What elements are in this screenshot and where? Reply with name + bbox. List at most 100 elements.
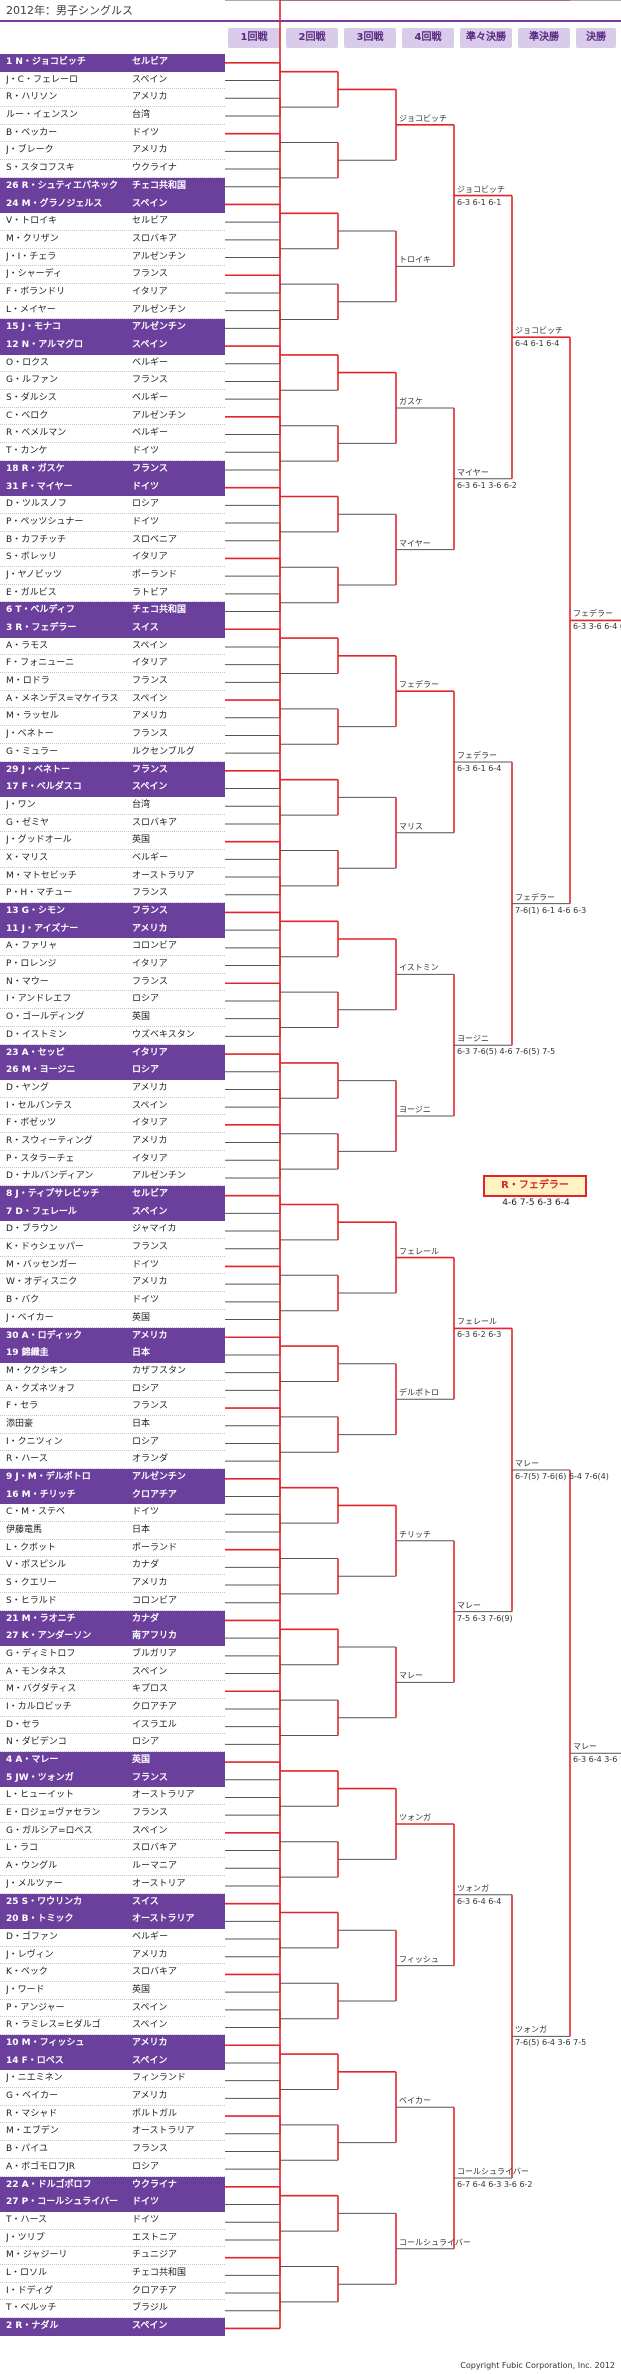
player-row: C・M・ステベドイツ — [0, 1504, 225, 1523]
player-country: ルーマニア — [132, 1861, 178, 1872]
player-country: スロバキア — [132, 1843, 178, 1854]
sf-winner: マレー — [573, 1742, 597, 1752]
player-country: セルビア — [132, 216, 169, 227]
player-name: A・ウングル — [6, 1861, 58, 1872]
player-country: フランス — [132, 729, 168, 740]
player-country: ベルギー — [132, 1931, 169, 1942]
player-name: 10 M・フィッシュ — [6, 2038, 85, 2048]
player-name: A・モンタネス — [6, 1666, 67, 1677]
player-country: オーストリア — [132, 1878, 186, 1889]
player-row: J・ベイカー英国 — [0, 1310, 225, 1328]
player-name: A・ボゴモロフJR — [6, 2161, 76, 2172]
player-name: E・ガルビス — [6, 587, 57, 598]
player-row: D・ヤングアメリカ — [0, 1080, 225, 1098]
player-name: 29 J・ベネトー — [6, 764, 71, 775]
player-name: W・オディスニク — [6, 1277, 78, 1288]
player-country: ロシア — [132, 1065, 160, 1076]
player-name: R・ハリソン — [6, 92, 58, 103]
player-row: I・ドディグクロアチア — [0, 2283, 225, 2301]
player-country: クロアチア — [132, 1489, 177, 1500]
round4-score: 6-7 6-4 6-3 3-6 6-2 — [457, 2180, 533, 2189]
player-name: J・ベイカー — [6, 1312, 54, 1323]
player-name: 9 J・M・デルポトロ — [6, 1472, 91, 1482]
player-country: スペイン — [132, 693, 168, 704]
player-row: I・カルロビッチクロアチア — [0, 1699, 225, 1717]
round3-winner: ジョコビッチ — [399, 113, 447, 123]
round3-winner: トロイキ — [399, 255, 431, 265]
player-country: 日本 — [132, 1348, 151, 1359]
player-name: L・ロソル — [6, 2267, 48, 2278]
round4-score: 6-3 6-4 6-4 — [457, 1896, 502, 1906]
player-name: S・ダルシス — [6, 393, 57, 404]
player-country: ドイツ — [132, 1507, 160, 1518]
player-country: オーストラリア — [132, 1790, 195, 1801]
player-name: M・バッセンガー — [6, 1259, 77, 1270]
player-name: J・シャーディ — [6, 269, 63, 280]
round4-score: 6-3 6-1 6-4 — [457, 764, 502, 773]
player-row: 20 B・トミックオーストラリア — [0, 1911, 225, 1929]
player-name: D・ヤング — [6, 1082, 49, 1093]
player-country: アメリカ — [132, 1277, 168, 1288]
player-name: F・フォニューニ — [6, 658, 75, 669]
player-row: A・ウングル ルーマニア — [0, 1858, 225, 1876]
player-name: M・マトセビッチ — [6, 870, 77, 881]
player-name: J・グッドオール — [6, 835, 72, 846]
player-country: イタリア — [132, 959, 168, 970]
player-country: フランス — [132, 2144, 168, 2155]
player-country: カザフスタン — [132, 1365, 187, 1376]
player-row: R・ラミレス=ヒダルゴスペイン — [0, 2017, 225, 2035]
player-row: 添田豪日本 — [0, 1416, 225, 1434]
player-row: W・オディスニク アメリカ — [0, 1274, 225, 1293]
player-country: スロベニア — [132, 534, 178, 545]
player-row: L・メイヤーアルゼンチン — [0, 302, 225, 320]
player-row: J・ワード英国 — [0, 1982, 225, 2000]
player-name: N・ダビデンコ — [6, 1737, 67, 1748]
round-header-sf: 準決勝 — [518, 28, 570, 48]
player-name: 伊藤竜馬 — [6, 1525, 43, 1536]
player-country: イタリア — [132, 658, 168, 669]
player-name: R・ハース — [6, 1454, 48, 1465]
player-name: S・ヒラルド — [6, 1595, 57, 1606]
player-country: スロバキア — [132, 817, 178, 828]
player-name: 12 N・アルマグロ — [6, 340, 84, 350]
player-row: A・モンタネススペイン — [0, 1664, 225, 1682]
round-header-2: 2回戦 — [286, 28, 338, 48]
page-title: 2012年：男子シングルス — [0, 0, 621, 22]
player-row: 24 M・グラノジェルススペイン — [0, 195, 225, 214]
player-country: イタリア — [132, 286, 168, 297]
player-name: S・スタコフスキ — [6, 163, 75, 174]
player-row: 21 M・ラオニチカナダ — [0, 1610, 225, 1629]
player-name: 31 F・マイヤー — [6, 481, 73, 492]
player-country: アメリカ — [132, 2038, 168, 2048]
player-name: M・バグダティス — [6, 1684, 77, 1695]
player-name: K・ドゥシェッパー — [6, 1242, 84, 1253]
player-row: F・セラフランス — [0, 1398, 225, 1416]
player-name: G・ベイカー — [6, 2091, 58, 2102]
round4-winner: フェデラー — [457, 751, 497, 760]
player-name: E・ロジェ=ヴァセラン — [6, 1808, 101, 1819]
player-name: P・ペッツシュナー — [6, 516, 84, 527]
player-name: V・ポスピシル — [6, 1560, 67, 1571]
player-row: 29 J・ベネトーフランス — [0, 761, 225, 780]
player-row: S・スタコフスキウクライナ — [0, 160, 225, 178]
player-name: 14 F・ロペス — [6, 2055, 64, 2066]
player-row: 5 JW・ツォンガフランス — [0, 1769, 225, 1788]
player-name: J・ツリプ — [6, 2232, 45, 2243]
player-country: フランス — [132, 269, 168, 280]
player-country: アルゼンチン — [132, 1472, 186, 1482]
player-name: G・ディミトロフ — [6, 1648, 76, 1659]
player-row: 11 J・アイズナーアメリカ — [0, 920, 225, 939]
player-row: 7 D・フェレールスペイン — [0, 1203, 225, 1222]
player-name: J・ワン — [6, 799, 36, 810]
player-country: ベルギー — [132, 393, 169, 404]
player-row: D・ブラウンジャマイカ — [0, 1221, 225, 1240]
player-country: ブラジル — [132, 2303, 168, 2314]
player-name: D・ブラウン — [6, 1224, 58, 1235]
player-country: 南アフリカ — [132, 1631, 178, 1642]
round3-winner: イストミン — [399, 963, 439, 973]
player-name: R・マシャド — [6, 2108, 58, 2119]
player-name: D・ナルバンディアン — [6, 1171, 94, 1182]
player-country: スペイン — [132, 782, 168, 793]
player-country: スロバキア — [132, 233, 178, 244]
